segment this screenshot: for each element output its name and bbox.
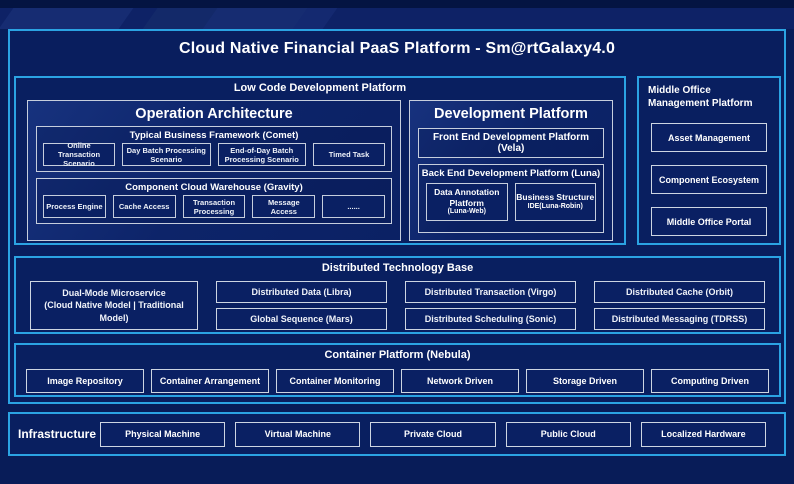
framework-item: Day Batch Processing Scenario: [122, 143, 211, 166]
data-annotation-code: (Luna-Web): [447, 208, 486, 216]
localized-hardware-box: Localized Hardware: [640, 421, 767, 447]
operation-architecture-box: Operation Architecture Typical Business …: [27, 100, 401, 241]
warehouse-item: Process Engine: [43, 195, 106, 218]
warehouse-item-ellipsis: ......: [322, 195, 385, 218]
private-cloud-box: Private Cloud: [370, 421, 496, 447]
business-framework-box: Typical Business Framework (Comet) Onlin…: [36, 126, 392, 172]
distributed-transaction-box: Distributed Transaction (Virgo): [405, 281, 576, 303]
diagonal-decor: [0, 8, 134, 29]
public-cloud-box: Public Cloud: [505, 421, 631, 447]
network-driven-box: Network Driven: [401, 369, 519, 393]
page-title: Cloud Native Financial PaaS Platform - S…: [178, 40, 616, 57]
storage-driven-box: Storage Driven: [526, 369, 644, 393]
framework-item: Online Transaction Scenario: [43, 141, 115, 168]
container-platform-panel: Container Platform (Nebula) Image Reposi…: [14, 343, 781, 397]
image-repository-box: Image Repository: [26, 369, 144, 393]
warehouse-item: Message Access: [252, 195, 316, 218]
operation-architecture-title: Operation Architecture: [135, 106, 293, 122]
data-annotation-label: Data Annotation Platform: [434, 187, 500, 208]
business-framework-title: Typical Business Framework (Comet): [129, 130, 299, 141]
cloud-warehouse-items: Process Engine Cache Access Transaction …: [43, 195, 385, 218]
warehouse-item: Cache Access: [112, 195, 176, 218]
distributed-technology-title: Distributed Technology Base: [321, 262, 474, 274]
distributed-cache-box: Distributed Cache (Orbit): [594, 281, 765, 303]
container-arrangement-box: Container Arrangement: [151, 369, 269, 393]
development-platform-box: Development Platform Front End Developme…: [409, 100, 613, 241]
distributed-messaging-box: Distributed Messaging (TDRSS): [594, 308, 765, 330]
distributed-technology-panel: Distributed Technology Base Dual-Mode Mi…: [14, 256, 781, 334]
cloud-warehouse-title: Component Cloud Warehouse (Gravity): [125, 182, 303, 193]
microservice-models: (Cloud Native Model | Traditional Model): [44, 300, 184, 323]
middle-office-panel: Middle Office Management Platform Asset …: [637, 76, 781, 245]
container-monitoring-box: Container Monitoring: [276, 369, 394, 393]
infrastructure-items: Physical Machine Virtual Machine Private…: [100, 421, 767, 447]
container-platform-title: Container Platform (Nebula): [324, 349, 471, 361]
main-panel: Cloud Native Financial PaaS Platform - S…: [8, 29, 786, 404]
dual-mode-microservice-box: Dual-Mode Microservice (Cloud Native Mod…: [30, 281, 198, 330]
microservice-name: Dual-Mode Microservice: [62, 288, 166, 299]
container-platform-items: Image Repository Container Arrangement C…: [26, 369, 769, 393]
front-end-platform-box: Front End Development Platform (Vela): [418, 128, 604, 158]
framework-item: End-of-Day Batch Processing Scenario: [217, 143, 306, 166]
asset-management-box: Asset Management: [651, 123, 767, 152]
diagonal-decor: [202, 8, 338, 29]
development-platform-title: Development Platform: [434, 106, 588, 122]
distributed-grid: Dual-Mode Microservice (Cloud Native Mod…: [30, 281, 765, 330]
middle-office-title: Middle Office Management Platform: [648, 85, 753, 109]
back-end-platform-box: Back End Development Platform (Luna) Dat…: [418, 164, 604, 233]
data-annotation-platform-box: Data Annotation Platform (Luna-Web): [426, 183, 508, 221]
distributed-scheduling-box: Distributed Scheduling (Sonic): [405, 308, 576, 330]
framework-item: Timed Task: [313, 143, 385, 166]
business-structure-ide-box: Business Structure IDE(Luna-Robin): [514, 183, 596, 221]
infrastructure-panel: Infrastructure Physical Machine Virtual …: [8, 412, 786, 456]
low-code-body: Operation Architecture Typical Business …: [27, 100, 613, 241]
top-strip-decor: [0, 0, 794, 8]
distributed-data-box: Distributed Data (Libra): [216, 281, 387, 303]
physical-machine-box: Physical Machine: [100, 421, 226, 447]
back-end-items: Data Annotation Platform (Luna-Web) Busi…: [426, 183, 596, 221]
component-ecosystem-box: Component Ecosystem: [651, 165, 767, 194]
low-code-platform-panel: Low Code Development Platform Operation …: [14, 76, 626, 245]
cloud-warehouse-box: Component Cloud Warehouse (Gravity) Proc…: [36, 178, 392, 224]
infrastructure-label: Infrastructure: [18, 427, 97, 441]
computing-driven-box: Computing Driven: [651, 369, 769, 393]
virtual-machine-box: Virtual Machine: [235, 421, 361, 447]
back-end-platform-title: Back End Development Platform (Luna): [421, 168, 601, 179]
business-structure-code: IDE(Luna-Robin): [527, 202, 583, 210]
warehouse-item: Transaction Processing: [182, 195, 246, 218]
global-sequence-box: Global Sequence (Mars): [216, 308, 387, 330]
low-code-platform-title: Low Code Development Platform: [233, 82, 407, 94]
business-framework-items: Online Transaction Scenario Day Batch Pr…: [43, 141, 385, 168]
middle-office-portal-box: Middle Office Portal: [651, 207, 767, 236]
business-structure-label: Business Structure: [516, 192, 595, 203]
top-band-decor: [0, 8, 794, 29]
